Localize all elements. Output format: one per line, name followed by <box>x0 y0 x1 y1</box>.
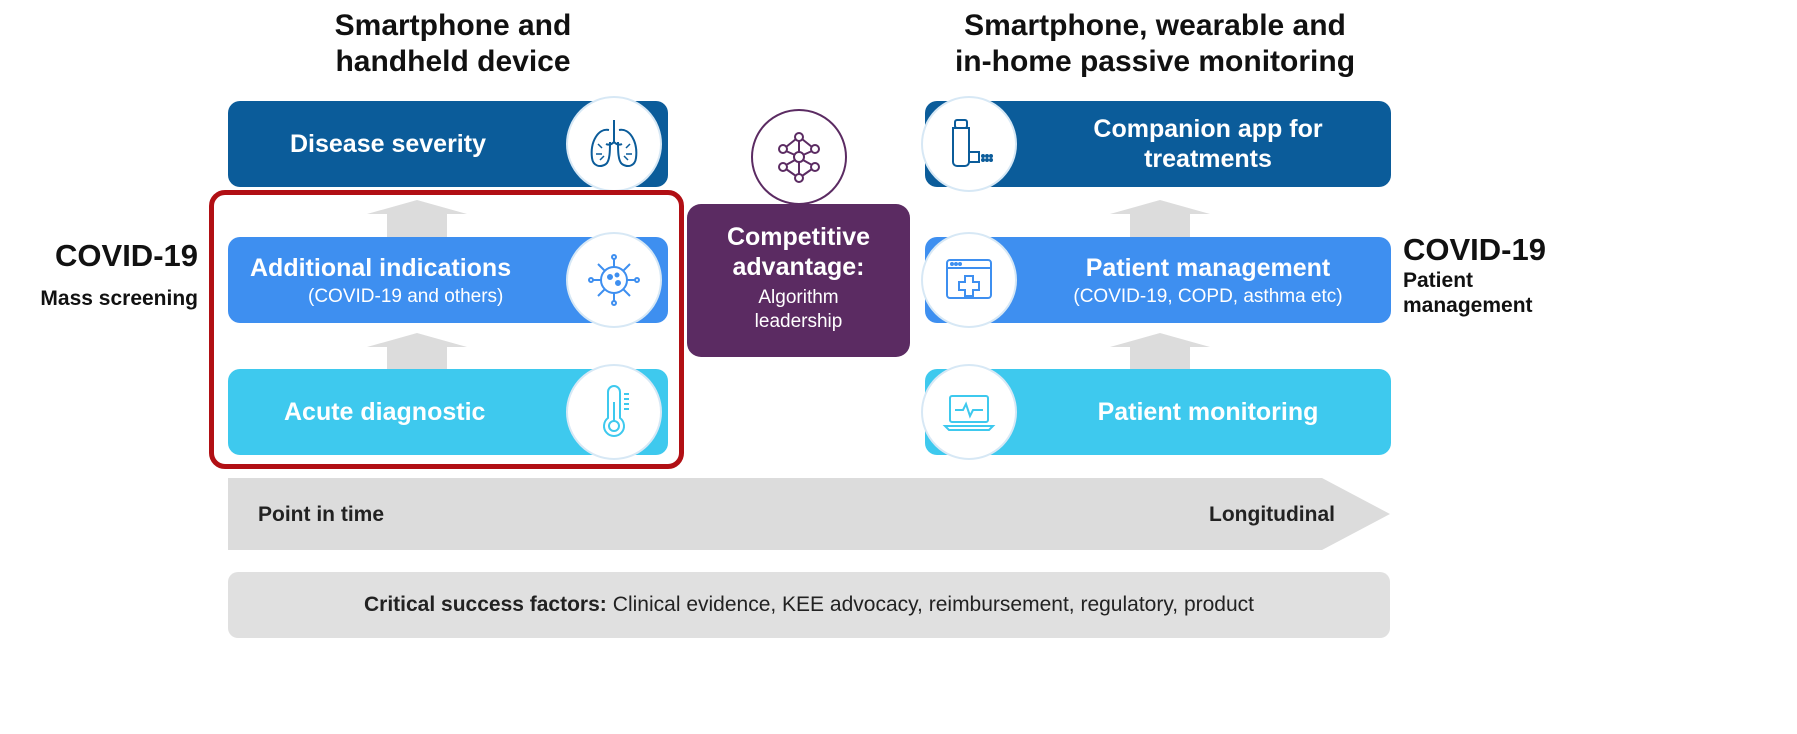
bar-disease-severity-label: Disease severity <box>290 130 486 158</box>
competitive-advantage-box: Competitive advantage: Algorithm leaders… <box>687 204 910 357</box>
timeline-end-label: Longitudinal <box>1209 503 1335 526</box>
bar-patient-management-sub: (COVID-19, COPD, asthma etc) <box>1073 285 1343 307</box>
critical-success-factors-label: Critical success factors: <box>364 593 607 616</box>
left-side-subtitle: Mass screening <box>40 287 198 310</box>
virus-icon <box>566 232 662 328</box>
left-side-label: COVID-19 Mass screening <box>0 238 198 311</box>
left-column-title: Smartphone and handheld device <box>228 8 678 80</box>
competitive-advantage-sub-line1: Algorithm <box>758 287 839 308</box>
arrow-up-right-2 <box>1110 333 1210 369</box>
right-side-subtitle-line1: Patient <box>1403 269 1474 292</box>
bar-patient-monitoring-label: Patient monitoring <box>1097 398 1319 426</box>
critical-success-factors-text: Clinical evidence, KEE advocacy, reimbur… <box>612 593 1254 616</box>
arrow-up-left-2 <box>367 333 467 369</box>
neural-network-icon <box>751 109 847 205</box>
left-side-title: COVID-19 <box>55 238 198 273</box>
highlight-box <box>209 190 684 469</box>
medical-browser-icon <box>921 232 1017 328</box>
right-side-title: COVID-19 <box>1403 232 1546 267</box>
competitive-advantage-sub-line2: leadership <box>754 311 843 332</box>
bar-additional-indications-sub: (COVID-19 and others) <box>308 285 504 307</box>
timeline-arrow <box>228 478 1390 550</box>
bar-companion-app-label-line2: treatments <box>1144 145 1272 173</box>
right-column-title-line1: Smartphone, wearable and <box>964 9 1346 42</box>
arrow-up-right-1 <box>1110 200 1210 238</box>
thermometer-icon <box>566 364 662 460</box>
bar-acute-diagnostic-label: Acute diagnostic <box>284 398 486 426</box>
arrow-up-left-1 <box>367 200 467 238</box>
left-column-title-line1: Smartphone and <box>334 9 572 42</box>
bar-patient-management-label: Patient management <box>1085 253 1331 282</box>
right-side-subtitle-line2: management <box>1403 294 1533 317</box>
right-column-title: Smartphone, wearable and in-home passive… <box>905 8 1405 80</box>
lungs-icon <box>566 96 662 192</box>
competitive-advantage-title-line2: advantage: <box>732 253 865 281</box>
laptop-heartbeat-icon <box>921 364 1017 460</box>
inhaler-icon <box>921 96 1017 192</box>
left-column-title-line2: handheld device <box>335 45 571 78</box>
right-column-title-line2: in-home passive monitoring <box>954 45 1356 78</box>
critical-success-factors-bar: Critical success factors: Clinical evide… <box>228 572 1390 638</box>
timeline-start-label: Point in time <box>258 503 384 526</box>
bar-companion-app-label-line1: Companion app for <box>1093 115 1323 143</box>
bar-additional-indications-label: Additional indications <box>250 253 512 282</box>
right-side-label: COVID-19 Patient management <box>1403 232 1593 318</box>
competitive-advantage-title-line1: Competitive <box>726 223 871 251</box>
